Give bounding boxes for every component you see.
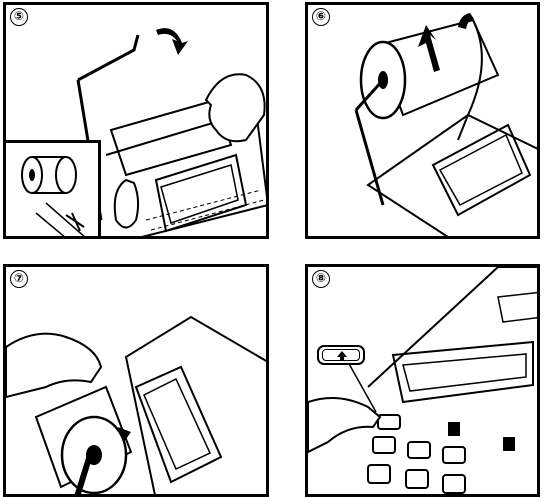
step-number-7: ⑦: [10, 270, 28, 288]
paper-cut-inset: [6, 140, 101, 239]
step-7-illustration: [6, 267, 269, 497]
feed-key-inner: [322, 349, 360, 361]
step-number-8: ⑧: [312, 270, 330, 288]
step-6-panel: ⑥: [305, 2, 540, 239]
step-5-panel: ⑤: [3, 2, 269, 239]
feed-key-icon: [317, 345, 365, 365]
step-number-6: ⑥: [312, 8, 330, 26]
step-7-panel: ⑦: [3, 264, 269, 497]
arrow-up-icon: [323, 350, 361, 362]
paper-roll-icon: [6, 143, 98, 239]
hand-icon: [6, 334, 101, 397]
step-number-5: ⑤: [10, 8, 28, 26]
hand-icon: [206, 74, 265, 141]
step-6-illustration: [308, 5, 540, 239]
step-8-illustration: [308, 267, 540, 497]
keypad-icon: [368, 415, 515, 493]
step-8-panel: ⑧: [305, 264, 540, 497]
hand-icon: [308, 398, 380, 452]
arrow-up-icon: [156, 28, 188, 55]
